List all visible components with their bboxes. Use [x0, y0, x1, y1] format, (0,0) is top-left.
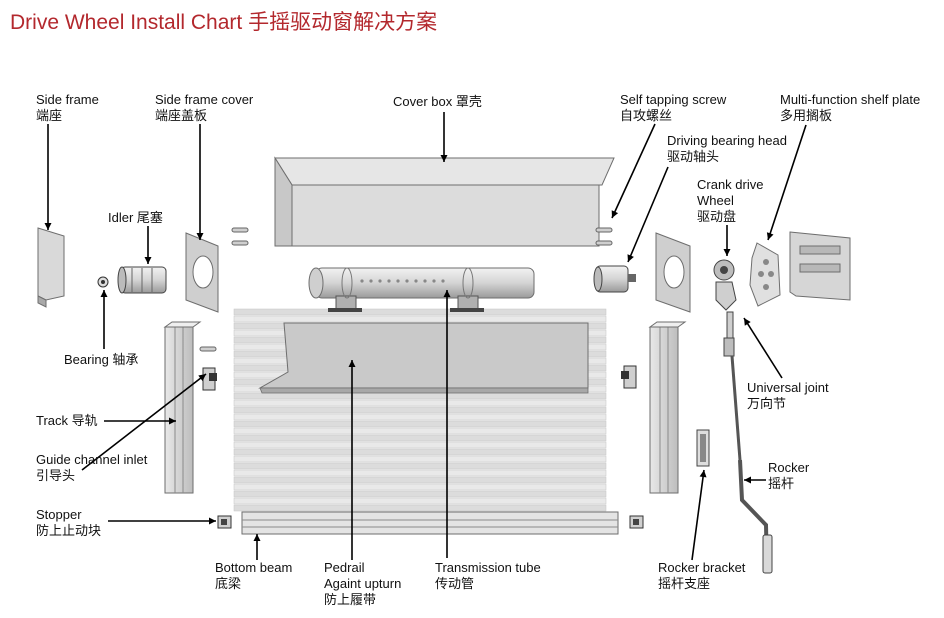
side-frame-cover-right [655, 232, 691, 313]
bottom-beam [241, 511, 619, 535]
track-right [648, 321, 687, 494]
side-frame-cover-left [185, 232, 219, 313]
chart-title: Drive Wheel Install Chart 手摇驱动窗解决方案 [10, 11, 438, 34]
label-idler: Idler 尾塞 [108, 210, 163, 225]
driving-bearing-head [593, 265, 636, 293]
label-track: Track 导轨 [36, 413, 98, 428]
screws [199, 227, 613, 352]
guide-inlet-right [621, 365, 637, 389]
label-cover-box: Cover box 罩壳 [393, 94, 482, 109]
stopper-right [629, 515, 644, 529]
rocker-bracket [696, 429, 710, 467]
stopper-left [217, 515, 232, 529]
rocker [723, 311, 773, 574]
side-frame-left [37, 227, 65, 308]
track-left [163, 321, 202, 494]
crank-drive-wheel [713, 259, 737, 311]
side-frame-right [789, 231, 851, 301]
pedrail [258, 322, 589, 394]
label-bearing: Bearing 轴承 [64, 352, 139, 367]
cover-box [274, 156, 615, 247]
multi-function-shelf-plate [749, 242, 781, 307]
guide-inlet-left [202, 367, 217, 391]
idler [117, 266, 167, 294]
transmission-tube [308, 267, 535, 312]
bearing [97, 276, 109, 288]
